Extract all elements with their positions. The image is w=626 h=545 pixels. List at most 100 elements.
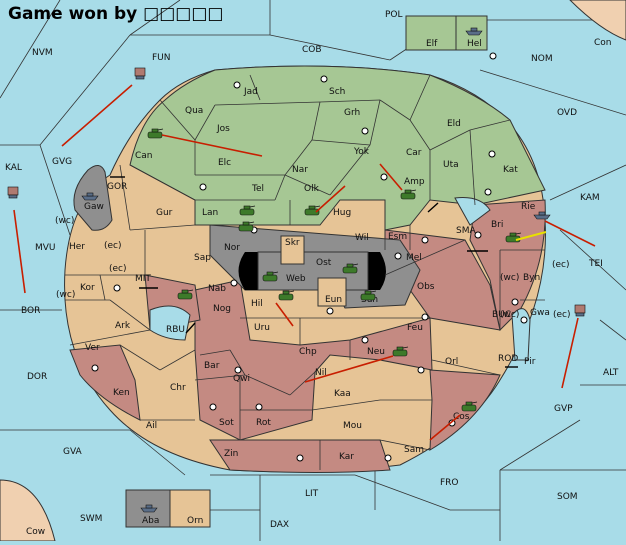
region-jad[interactable]: Jad: [243, 87, 258, 97]
region-her[interactable]: Her: [69, 242, 85, 252]
region-mel[interactable]: Mel: [406, 253, 422, 263]
region-obs[interactable]: Obs: [417, 282, 435, 292]
region-amp[interactable]: Amp: [404, 177, 425, 187]
region-uta[interactable]: Uta: [443, 160, 459, 170]
region-qua[interactable]: Qua: [185, 106, 203, 116]
region-can[interactable]: Can: [135, 151, 153, 161]
region-swm[interactable]: SWM: [80, 514, 102, 524]
region-ovd[interactable]: OVD: [557, 108, 577, 118]
region-esm[interactable]: Esm: [388, 232, 407, 242]
region-byn[interactable]: Byn: [523, 273, 540, 283]
tank-icon[interactable]: [177, 289, 194, 300]
region-gor[interactable]: GOR: [107, 182, 127, 192]
region-wil[interactable]: Wil: [355, 233, 369, 243]
tank-icon[interactable]: [392, 346, 409, 357]
region-orl[interactable]: Orl: [445, 357, 458, 367]
region-qwi[interactable]: Qwi: [233, 374, 250, 384]
region-bor[interactable]: BOR: [21, 306, 40, 316]
fleet-icon[interactable]: [7, 186, 19, 199]
region-elf[interactable]: Elf: [426, 39, 438, 49]
tank-icon[interactable]: [400, 189, 417, 200]
region-web[interactable]: Web: [286, 274, 306, 284]
region-sam[interactable]: Sam: [404, 445, 424, 455]
tank-icon[interactable]: [238, 221, 255, 232]
region-buc[interactable]: BUC: [492, 310, 511, 320]
region-tel[interactable]: Tel: [251, 184, 264, 194]
region-pir[interactable]: Pir: [524, 357, 536, 367]
region-elc[interactable]: Elc: [218, 158, 231, 168]
region-nar[interactable]: Nar: [292, 165, 308, 175]
region-orn[interactable]: Orn: [187, 516, 203, 526]
region-gur[interactable]: Gur: [156, 208, 173, 218]
region-ver[interactable]: Ver: [85, 343, 100, 353]
region-ark[interactable]: Ark: [115, 321, 131, 331]
region-ost[interactable]: Ost: [316, 258, 332, 268]
region-dor[interactable]: DOR: [27, 372, 47, 382]
region-hel[interactable]: Hel: [467, 39, 482, 49]
region-hil[interactable]: Hil: [251, 299, 263, 309]
region-kat[interactable]: Kat: [503, 165, 518, 175]
region-rbu[interactable]: RBU: [166, 325, 185, 335]
tank-icon[interactable]: [360, 290, 377, 301]
region-feu[interactable]: Feu: [407, 323, 423, 333]
region-nog[interactable]: Nog: [213, 304, 231, 314]
region-olk[interactable]: Olk: [304, 184, 320, 194]
region-ail[interactable]: Ail: [146, 421, 157, 431]
region-fun[interactable]: FUN: [152, 53, 171, 63]
tank-icon[interactable]: [239, 205, 256, 216]
region-nab[interactable]: Nab: [208, 284, 226, 294]
region-mou[interactable]: Mou: [343, 421, 362, 431]
region-cob[interactable]: COB: [302, 45, 322, 55]
region-alt[interactable]: ALT: [603, 368, 619, 378]
region-rot[interactable]: Rot: [256, 418, 271, 428]
region-bri[interactable]: Bri: [491, 220, 503, 230]
region-jos[interactable]: Jos: [216, 124, 230, 134]
tank-icon[interactable]: [461, 401, 478, 412]
region-ken[interactable]: Ken: [113, 388, 130, 398]
tank-icon[interactable]: [278, 290, 295, 301]
region-chp[interactable]: Chp: [299, 347, 317, 357]
region-som[interactable]: SOM: [557, 492, 578, 502]
region-uru[interactable]: Uru: [254, 323, 270, 333]
region-grh[interactable]: Grh: [344, 108, 360, 118]
fleet-icon[interactable]: [81, 192, 99, 201]
region-sap[interactable]: Sap: [194, 253, 211, 263]
region-aba[interactable]: Aba: [142, 516, 159, 526]
region-gvg[interactable]: GVG: [52, 157, 72, 167]
region-hug[interactable]: Hug: [333, 208, 351, 218]
tank-icon[interactable]: [262, 271, 279, 282]
region-cow[interactable]: Cow: [26, 527, 45, 537]
region-skr[interactable]: Skr: [285, 238, 300, 248]
region-mvu[interactable]: MVU: [35, 243, 56, 253]
fleet-icon[interactable]: [574, 304, 586, 317]
region-tei[interactable]: TEI: [588, 259, 603, 269]
tank-icon[interactable]: [342, 263, 359, 274]
region-rie[interactable]: Rie: [521, 202, 536, 212]
region-nil[interactable]: Nil: [315, 368, 327, 378]
region-zin[interactable]: Zin: [224, 449, 238, 459]
region-kor[interactable]: Kor: [80, 283, 95, 293]
fleet-icon[interactable]: [134, 67, 146, 80]
region-mit[interactable]: MIT: [135, 274, 151, 284]
region-rod[interactable]: ROD: [498, 354, 518, 364]
fleet-icon[interactable]: [465, 27, 483, 36]
region-kam[interactable]: KAM: [580, 193, 600, 203]
fleet-icon[interactable]: [140, 504, 158, 513]
region-sma[interactable]: SMA: [456, 226, 476, 236]
region-yok[interactable]: Yok: [353, 147, 370, 157]
region-kaa[interactable]: Kaa: [334, 389, 351, 399]
region-pol[interactable]: POL: [385, 10, 403, 20]
region-lan[interactable]: Lan: [202, 208, 218, 218]
region-bar[interactable]: Bar: [204, 361, 220, 371]
fleet-icon[interactable]: [533, 211, 551, 220]
region-con[interactable]: Con: [594, 38, 612, 48]
region-eun[interactable]: Eun: [325, 295, 342, 305]
region-neu[interactable]: Neu: [367, 347, 385, 357]
region-gwa[interactable]: Gwa: [530, 308, 550, 318]
region-lit[interactable]: LIT: [305, 489, 319, 499]
region-nom[interactable]: NOM: [531, 54, 553, 64]
region-nor[interactable]: Nor: [224, 243, 240, 253]
region-kar[interactable]: Kar: [339, 452, 354, 462]
region-car[interactable]: Car: [406, 148, 422, 158]
region-nvm[interactable]: NVM: [32, 48, 53, 58]
